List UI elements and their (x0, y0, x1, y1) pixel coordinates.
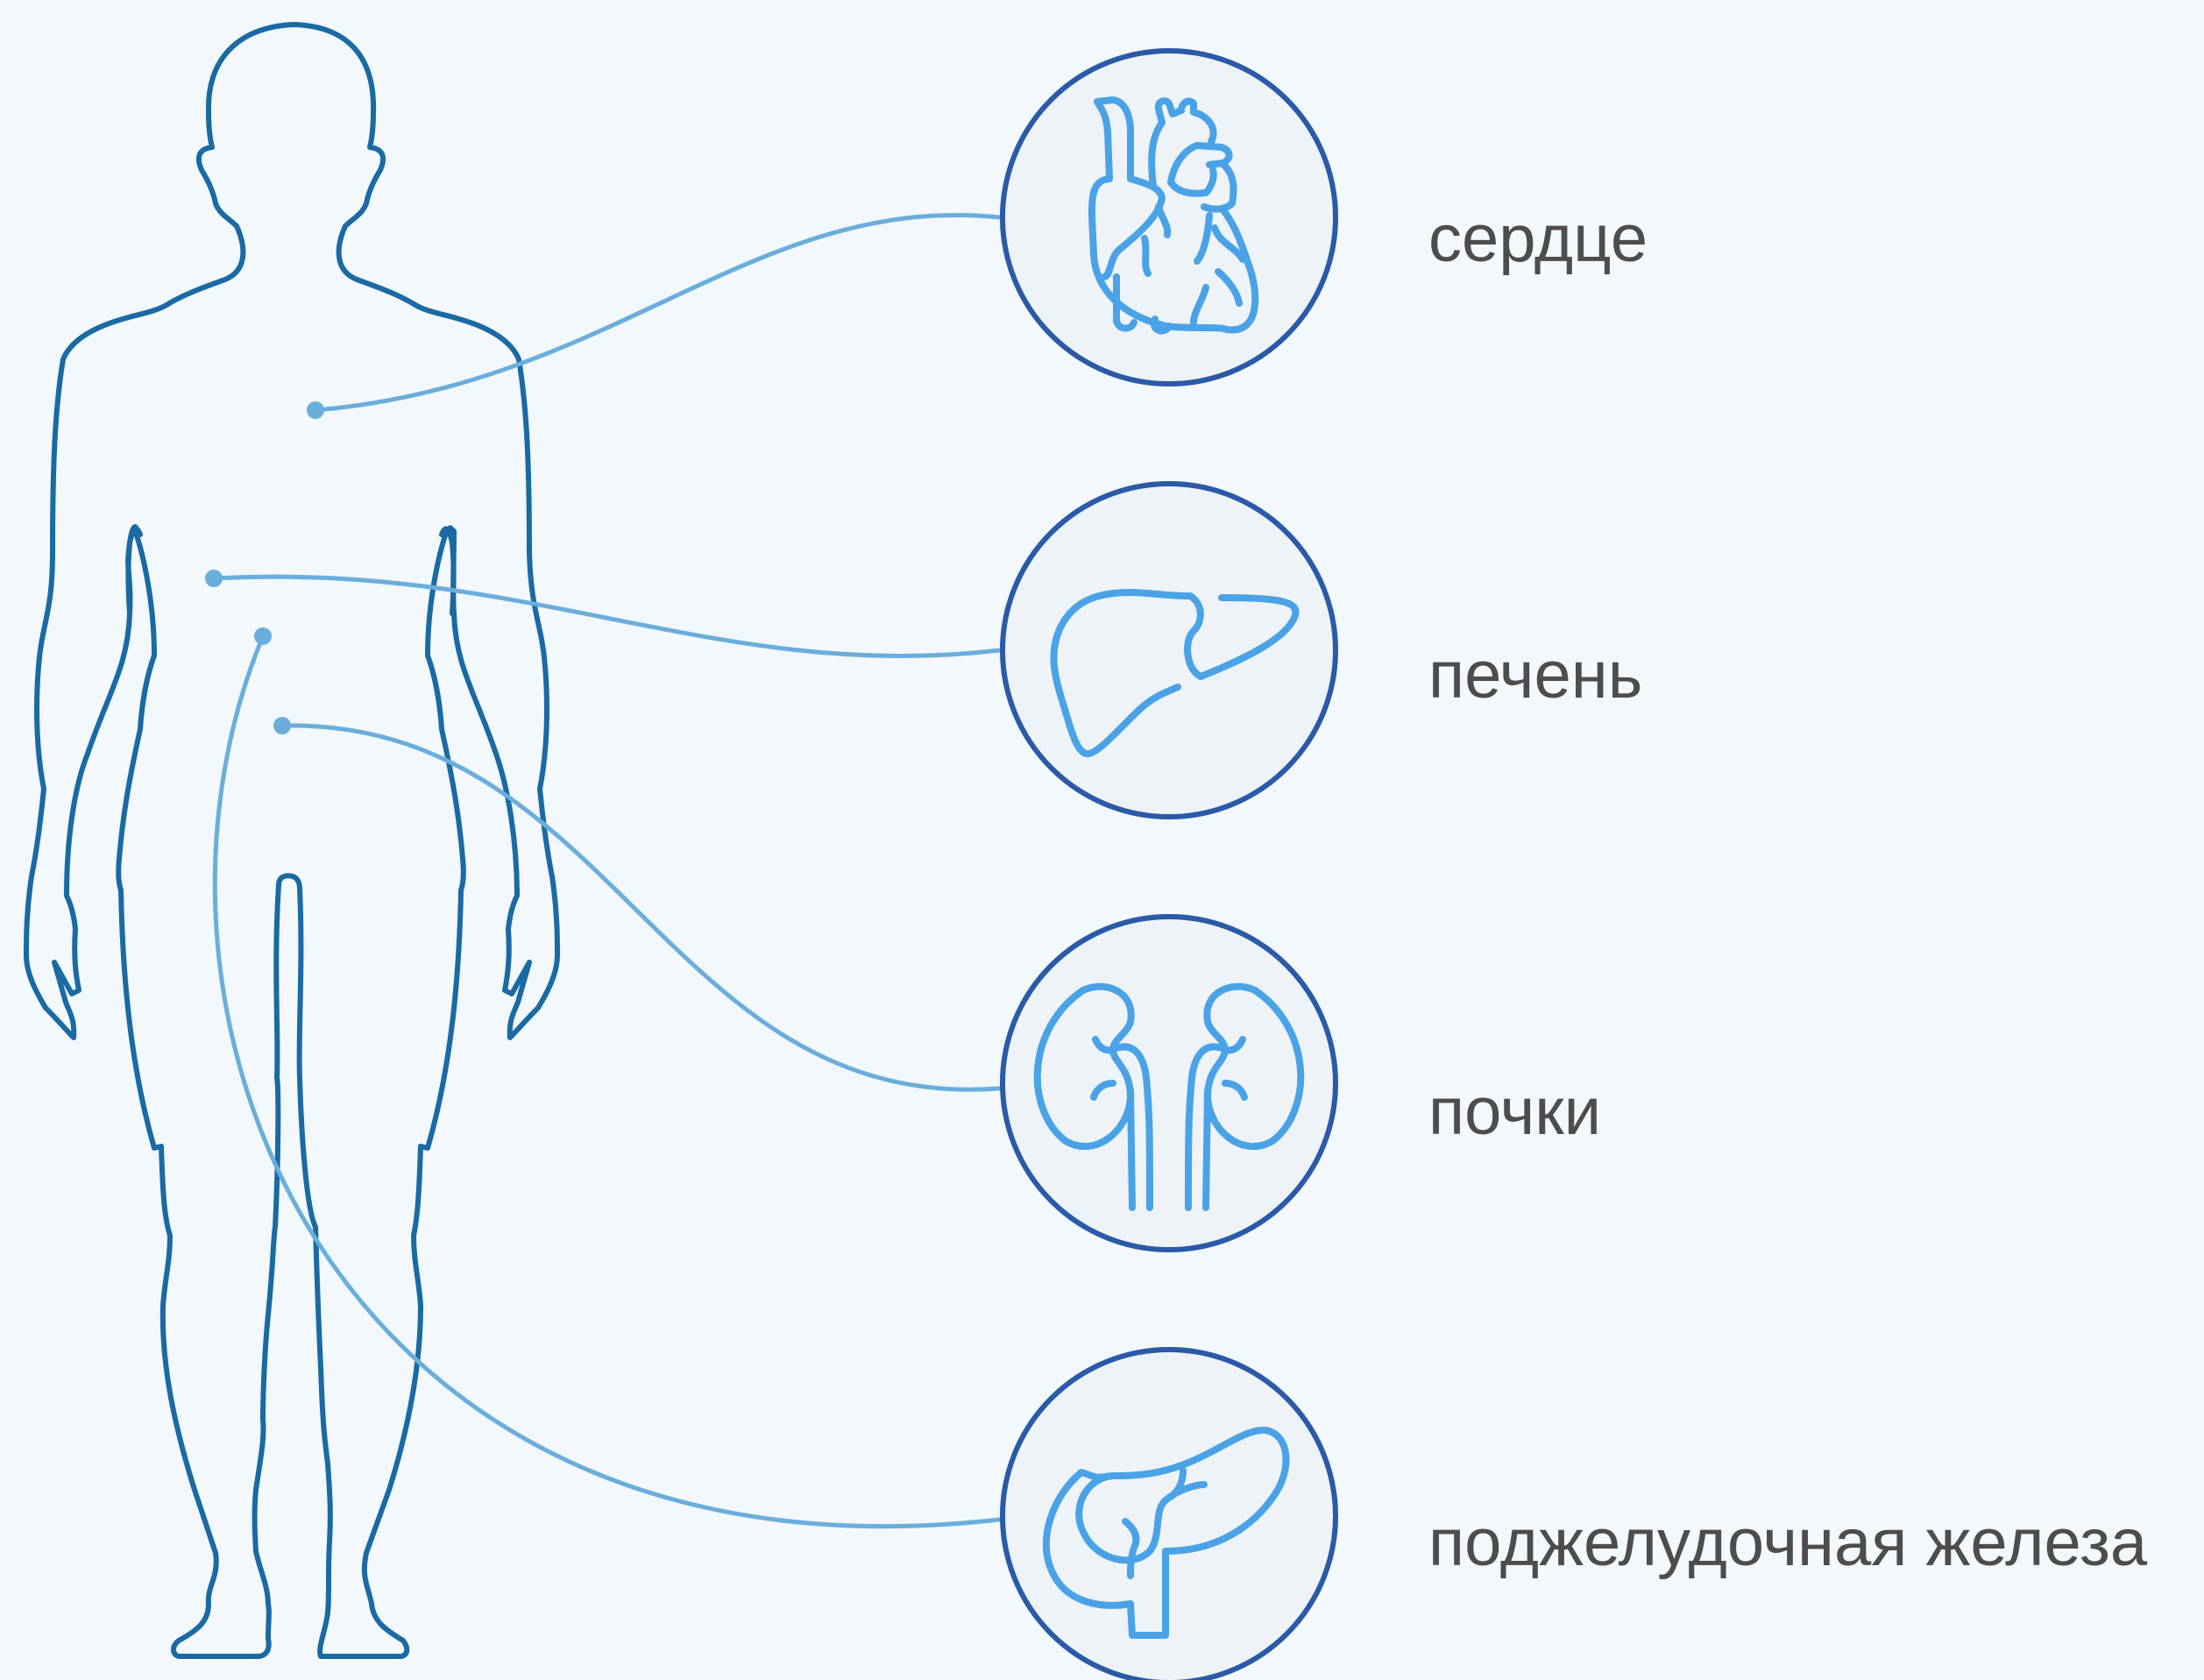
label-heart: сердце (1428, 206, 1648, 273)
label-liver: печень (1428, 642, 1642, 709)
connector-dot-kidneys (273, 717, 291, 734)
label-kidneys: почки (1428, 1079, 1601, 1145)
connector-dot-liver (205, 570, 223, 587)
connector-kidneys (282, 726, 999, 1089)
connector-pancreas (215, 636, 999, 1527)
connector-dot-heart (307, 401, 324, 419)
connector-heart (315, 216, 999, 410)
label-pancreas: поджелудочная железа (1428, 1510, 2147, 1577)
connector-liver (214, 577, 999, 656)
kidneys-circle (1003, 917, 1336, 1250)
connector-dot-pancreas (254, 627, 272, 645)
